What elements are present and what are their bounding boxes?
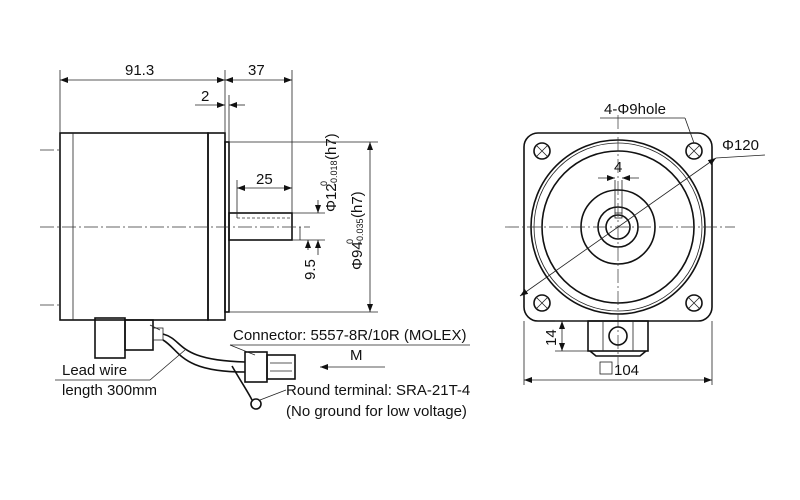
square-symbol <box>599 361 613 375</box>
cable-gland <box>94 317 164 359</box>
dim-pilot-dia: Φ94 0 -0.035 (h7) <box>345 191 366 270</box>
bolt-circle-label: Φ120 <box>722 137 759 154</box>
square-size-label: 104 <box>614 362 639 379</box>
side-view: 91.3 37 2 25 Φ12 0 -0.018 (h7) 9.5 Φ94 0… <box>40 62 470 420</box>
dim-key-height: 9.5 <box>302 259 319 280</box>
front-view: Φ120 4-Φ9hole 4 14 104 □ <box>505 101 766 385</box>
molex-connector <box>244 351 296 383</box>
round-terminal-label: Round terminal: SRA-21T-4 <box>286 382 470 399</box>
svg-text:0: 0 <box>319 181 329 186</box>
key-width-label: 4 <box>614 159 622 176</box>
dim-key: 25 <box>256 171 273 188</box>
m-label: M <box>350 347 363 364</box>
svg-text:Φ94: Φ94 <box>349 241 366 270</box>
motor-flange <box>207 132 226 321</box>
lead-wires <box>162 333 262 410</box>
conn-height-label: 14 <box>543 329 560 346</box>
dim-length: 91.3 <box>125 62 154 79</box>
dim-shaft: 37 <box>248 62 265 79</box>
dim-flange: 2 <box>201 88 209 105</box>
mounting-holes <box>533 142 703 312</box>
svg-text:Φ12: Φ12 <box>323 183 340 212</box>
connector-label: Connector: 5557-8R/10R (MOLEX) <box>233 327 466 344</box>
front-connector <box>587 320 649 357</box>
svg-text:-0.018: -0.018 <box>329 160 339 186</box>
svg-text:(h7): (h7) <box>349 191 366 218</box>
lead-wire-length-label: length 300mm <box>62 382 157 399</box>
svg-text:-0.035: -0.035 <box>355 218 365 244</box>
motor-body <box>59 132 209 321</box>
dim-shaft-dia: Φ12 0 -0.018 (h7) <box>319 133 340 212</box>
no-ground-label: (No ground for low voltage) <box>286 403 467 420</box>
svg-text:0: 0 <box>345 239 355 244</box>
motor-shaft <box>228 212 293 241</box>
svg-text:(h7): (h7) <box>323 133 340 160</box>
lead-wire-label: Lead wire <box>62 362 127 379</box>
holes-label: 4-Φ9hole <box>604 101 666 118</box>
